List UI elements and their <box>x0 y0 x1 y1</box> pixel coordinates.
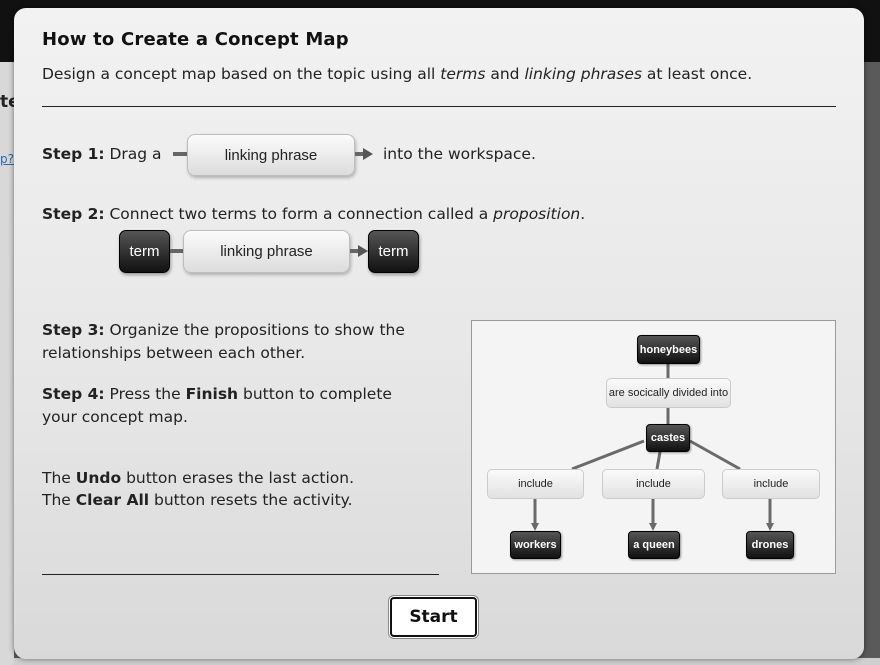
example-connectors <box>531 364 774 531</box>
step2-arrow-icon <box>358 245 368 257</box>
step1-text: Step 1: Drag a <box>42 145 162 163</box>
example-link-divided: are socically divided into <box>606 378 731 408</box>
step1-connector-right <box>355 152 365 156</box>
intro-text: Design a concept map based on the topic … <box>42 65 753 83</box>
instructions-dialog: How to Create a Concept Map Design a con… <box>14 8 864 659</box>
divider-top <box>42 106 836 107</box>
dialog-title: How to Create a Concept Map <box>42 29 349 50</box>
start-button[interactable]: Start <box>390 597 477 637</box>
step4-text: Step 4: Press the Finish button to compl… <box>42 385 392 426</box>
step2-connector-right <box>350 249 360 253</box>
example-link-include-3: include <box>722 469 820 499</box>
example-node-drones: drones <box>746 531 794 559</box>
step2-linking-phrase-pill: linking phrase <box>183 230 350 273</box>
example-node-honeybees: honeybees <box>637 335 700 364</box>
step1-after-text: into the workspace. <box>383 145 536 163</box>
example-node-queen: a queen <box>628 531 680 559</box>
step2-term-right: term <box>368 230 419 273</box>
step1-connector-left <box>173 152 187 156</box>
example-link-include-1: include <box>487 469 584 499</box>
example-node-castes: castes <box>646 424 690 452</box>
example-node-workers: workers <box>510 531 561 559</box>
step2-text: Step 2: Connect two terms to form a conn… <box>42 205 586 223</box>
divider-bottom <box>42 574 439 575</box>
step1-arrow-icon <box>363 148 373 160</box>
background-left-panel <box>0 62 14 665</box>
undo-note: The Undo button erases the last action. <box>42 469 355 487</box>
background-link-fragment[interactable]: p? <box>0 152 14 166</box>
example-concept-map: honeybees are socically divided into cas… <box>471 320 836 574</box>
example-link-include-2: include <box>602 469 705 499</box>
step3-text: Step 3: Organize the propositions to sho… <box>42 321 405 362</box>
step1-linking-phrase-pill: linking phrase <box>187 134 355 176</box>
background-bottom-strip <box>14 658 880 665</box>
step2-connector-left <box>170 249 183 253</box>
step2-term-left: term <box>119 230 170 273</box>
clear-all-note: The Clear All button resets the activity… <box>42 491 353 509</box>
